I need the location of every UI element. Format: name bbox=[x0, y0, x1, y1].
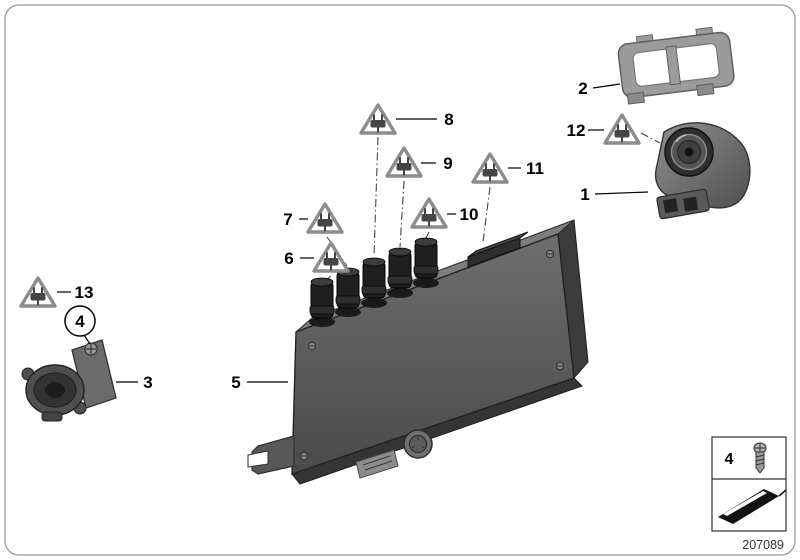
camera-connector-housing bbox=[656, 188, 710, 220]
callout-circle-4: 4 bbox=[64, 305, 96, 337]
callout-label-6: 6 bbox=[284, 249, 293, 268]
reversing-camera bbox=[654, 122, 751, 220]
callout-label-5: 5 bbox=[231, 373, 240, 392]
module-connector bbox=[335, 267, 361, 317]
camera-lens bbox=[664, 127, 714, 177]
leader-lines bbox=[57, 83, 649, 383]
module-connector bbox=[361, 257, 387, 308]
plug-warning-triangle-icon bbox=[19, 276, 57, 308]
module-connector bbox=[309, 277, 335, 327]
plug-warning-triangle-icon bbox=[385, 146, 423, 178]
module-round-connectors bbox=[309, 237, 439, 327]
callout-label-4: 4 bbox=[75, 312, 85, 331]
module-label-sticker bbox=[355, 449, 399, 479]
module-housing-screws bbox=[299, 249, 565, 461]
callout-label-12: 12 bbox=[567, 121, 586, 140]
module-mounting-tab bbox=[247, 435, 295, 475]
module-connector bbox=[413, 237, 439, 288]
control-module bbox=[247, 218, 589, 485]
callout-label-9: 9 bbox=[443, 154, 452, 173]
callout-label-1: 1 bbox=[580, 185, 589, 204]
module-connector bbox=[387, 247, 413, 298]
plug-warning-triangle-icon bbox=[306, 202, 344, 234]
module-rect-connector bbox=[467, 231, 529, 268]
callout-label-11: 11 bbox=[526, 159, 544, 178]
callout-label-7: 7 bbox=[283, 210, 292, 229]
callout-label-8: 8 bbox=[444, 110, 453, 129]
screw-icon bbox=[753, 442, 767, 474]
plug-warning-triangle-icon bbox=[410, 197, 448, 229]
photo-direction-icon bbox=[718, 489, 787, 524]
small-camera-unit bbox=[21, 339, 117, 422]
camera-mounting-bracket bbox=[617, 26, 735, 105]
mounting-screw bbox=[84, 342, 98, 356]
callout-label-2: 2 bbox=[578, 79, 587, 98]
legend-box: 4 bbox=[711, 436, 787, 532]
callout-label-3: 3 bbox=[143, 373, 152, 392]
callout-label-10: 10 bbox=[460, 205, 479, 224]
plug-warning-triangle-icon bbox=[471, 152, 509, 184]
plug-warning-triangle-icon bbox=[603, 113, 641, 145]
part-number: 207089 bbox=[742, 538, 784, 552]
plug-warning-triangle-icon bbox=[312, 241, 350, 273]
diagram-border bbox=[4, 4, 796, 556]
legend-item-label: 4 bbox=[725, 451, 734, 468]
plug-warning-triangle-icon bbox=[359, 103, 397, 135]
callout-label-13: 13 bbox=[75, 283, 94, 302]
module-emblem bbox=[403, 429, 433, 459]
